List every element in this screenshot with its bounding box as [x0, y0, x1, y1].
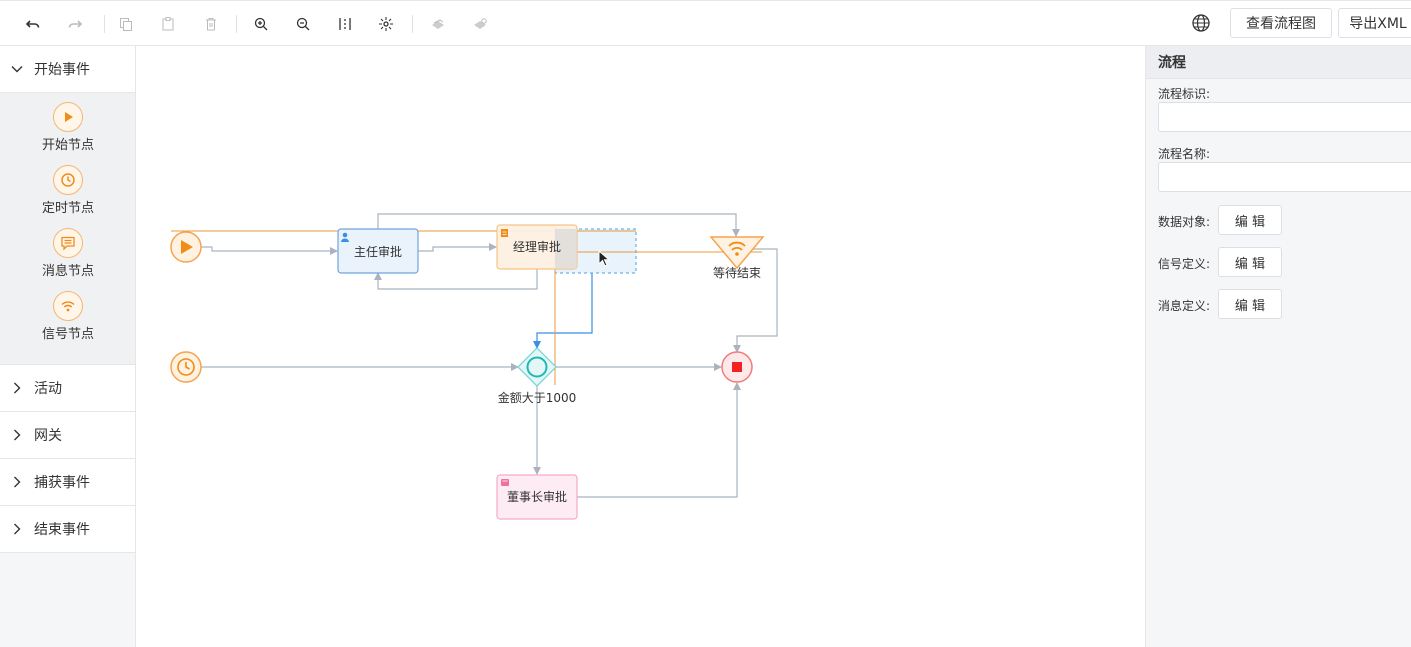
edit-data-object-button[interactable]: 编 辑: [1218, 205, 1282, 235]
toolbar-divider: [412, 15, 413, 33]
copy-icon[interactable]: [115, 13, 137, 35]
flow-wait-to-end[interactable]: [733, 248, 778, 353]
palette-item-message[interactable]: 消息节点: [0, 228, 136, 279]
edit-message-def-button[interactable]: 编 辑: [1218, 289, 1282, 319]
timer-start-event[interactable]: [170, 351, 202, 383]
task-chairman[interactable]: 董事长审批: [496, 474, 578, 520]
task-label: 董事长审批: [507, 489, 567, 504]
properties-panel: 流程 流程标识: 流程名称: 数据对象: 编 辑 信号定义: 编 辑 消息定义:…: [1145, 46, 1411, 647]
undo-icon[interactable]: [22, 13, 44, 35]
paste-icon[interactable]: [157, 13, 179, 35]
gateway-exclusive[interactable]: 金额大于1000: [498, 347, 577, 405]
palette-item-label: 开始节点: [41, 138, 94, 153]
flow-director-to-manager[interactable]: [418, 243, 497, 252]
diagram-svg: 主任审批 经理审批 等待结束 金额大于1000: [170, 213, 778, 520]
palette-group-label: 结束事件: [34, 522, 90, 538]
edit-signal-def-button[interactable]: 编 辑: [1218, 247, 1282, 277]
message-def-label: 消息定义:: [1158, 299, 1211, 313]
sequence-flows: [201, 213, 778, 498]
clock-icon: [53, 165, 83, 195]
palette-group-catch-events[interactable]: 捕获事件: [0, 459, 135, 506]
center-icon[interactable]: [375, 13, 397, 35]
palette-item-label: 消息节点: [41, 264, 94, 279]
task-director[interactable]: 主任审批: [337, 228, 419, 274]
chevron-right-icon: [14, 429, 21, 441]
signal-throw-event[interactable]: 等待结束: [709, 236, 765, 280]
task-manager[interactable]: 经理审批: [496, 224, 578, 270]
message-icon: [53, 228, 83, 258]
panel-title: 流程: [1146, 46, 1411, 79]
fit-icon[interactable]: [334, 13, 356, 35]
palette-group-gateways[interactable]: 网关: [0, 412, 135, 459]
process-name-label: 流程名称:: [1158, 147, 1211, 161]
zoom-in-icon[interactable]: [250, 13, 272, 35]
delete-icon[interactable]: [200, 13, 222, 35]
task-label: 经理审批: [513, 239, 561, 254]
palette-group-label: 网关: [34, 428, 62, 444]
inbox-icon: [501, 479, 509, 486]
palette-group-body: 开始节点 定时节点 消息节点 信号节点: [0, 93, 135, 365]
palette-item-label: 信号节点: [41, 327, 94, 342]
chevron-right-icon: [14, 523, 21, 535]
palette-sidebar: 开始事件 开始节点 定时节点 消息节点 信号节点: [0, 46, 136, 647]
palette-group-label: 活动: [34, 381, 62, 397]
form-icon: [501, 229, 508, 237]
flow-director-to-wait[interactable]: [377, 213, 740, 237]
export-xml-button[interactable]: 导出XML: [1338, 8, 1411, 38]
chevron-right-icon: [14, 382, 21, 394]
toolbar-divider: [236, 15, 237, 33]
redo-icon[interactable]: [64, 13, 86, 35]
chevron-down-icon: [11, 66, 23, 73]
gateway-label: 金额大于1000: [498, 390, 577, 405]
flow-start-to-director[interactable]: [201, 246, 338, 255]
task-label: 主任审批: [354, 244, 402, 259]
signal-def-label: 信号定义:: [1158, 257, 1211, 271]
user-icon: [341, 232, 349, 242]
process-id-input[interactable]: [1158, 102, 1411, 132]
alignment-guides: [171, 229, 762, 385]
toolbar: 查看流程图 导出XML: [0, 0, 1411, 46]
start-event[interactable]: [170, 231, 202, 263]
palette-group-start-events[interactable]: 开始事件: [0, 46, 135, 93]
globe-icon[interactable]: [1190, 12, 1212, 34]
zoom-out-icon[interactable]: [292, 13, 314, 35]
palette-item-start[interactable]: 开始节点: [0, 102, 136, 153]
data-object-label: 数据对象:: [1158, 215, 1211, 229]
palette-item-timer[interactable]: 定时节点: [0, 165, 136, 216]
palette-group-activities[interactable]: 活动: [0, 365, 135, 412]
palette-group-label: 捕获事件: [34, 475, 90, 491]
palette-group-end-events[interactable]: 结束事件: [0, 506, 135, 553]
chevron-right-icon: [14, 476, 21, 488]
process-id-label: 流程标识:: [1158, 87, 1211, 101]
play-icon: [53, 102, 83, 132]
signal-icon: [53, 291, 83, 321]
end-event[interactable]: [721, 351, 753, 383]
palette-item-label: 定时节点: [41, 201, 94, 216]
toolbar-divider: [104, 15, 105, 33]
flow-chairman-to-end[interactable]: [577, 382, 741, 498]
process-name-input[interactable]: [1158, 162, 1411, 192]
palette-item-signal[interactable]: 信号节点: [0, 291, 136, 342]
palette-group-label: 开始事件: [34, 62, 90, 78]
event-label: 等待结束: [713, 266, 761, 280]
view-diagram-button[interactable]: 查看流程图: [1230, 8, 1332, 38]
flow-manager-to-director[interactable]: [374, 269, 538, 290]
mouse-cursor-icon: [598, 250, 610, 267]
diagram-canvas[interactable]: 主任审批 经理审批 等待结束 金额大于1000: [137, 46, 1145, 647]
deploy-icon[interactable]: [427, 13, 449, 35]
run-icon[interactable]: [469, 13, 491, 35]
